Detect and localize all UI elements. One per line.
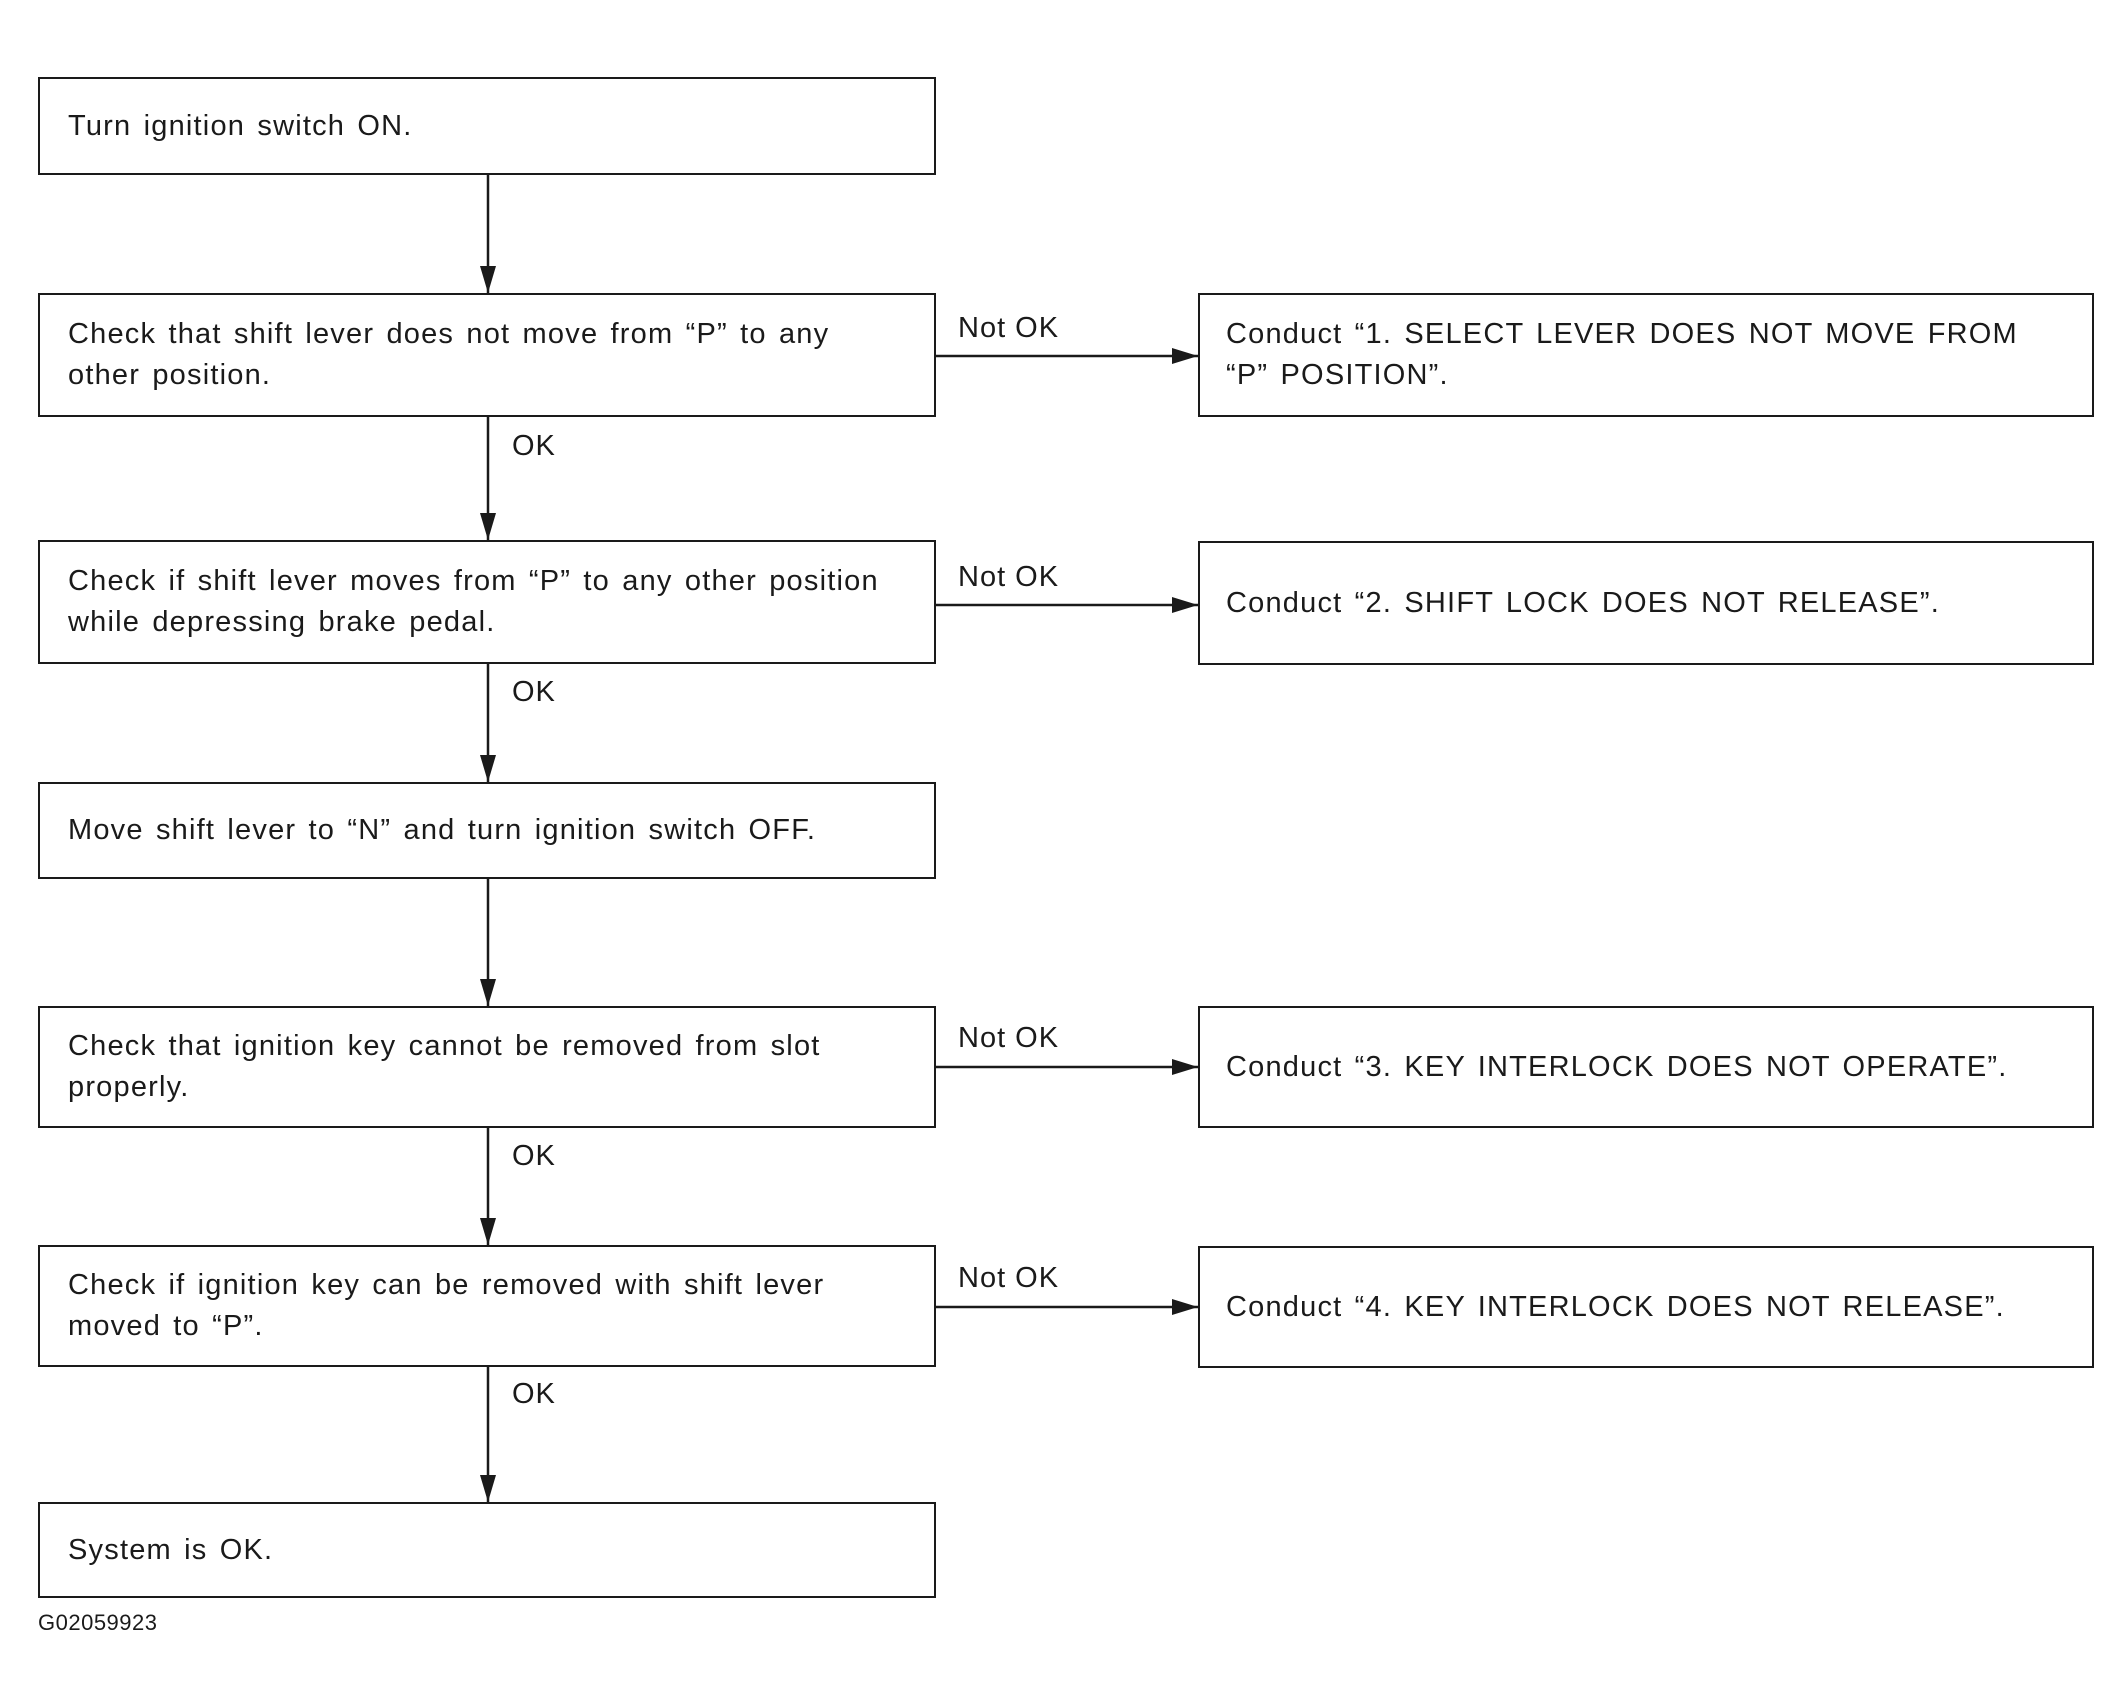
- arrowhead-s6-s7: [480, 1475, 496, 1502]
- not-ok-label-3: Not OK: [958, 1022, 1060, 1054]
- arrowhead-s1-s2: [480, 266, 496, 293]
- not-ok-label-1: Not OK: [958, 312, 1060, 344]
- action-1-text: Conduct “1. SELECT LEVER DOES NOT MOVE F…: [1226, 318, 2018, 391]
- step-2-text: Check that shift lever does not move fro…: [68, 318, 830, 391]
- step-3-box: Check if shift lever moves from “P” to a…: [38, 540, 936, 664]
- action-3-text: Conduct “3. KEY INTERLOCK DOES NOT OPERA…: [1226, 1050, 2008, 1083]
- figure-id: G02059923: [38, 1610, 158, 1635]
- action-3-box: Conduct “3. KEY INTERLOCK DOES NOT OPERA…: [1198, 1006, 2094, 1128]
- step-6-box: Check if ignition key can be removed wit…: [38, 1245, 936, 1367]
- arrowhead-s3-a2: [1172, 597, 1198, 613]
- arrowhead-s3-s4: [480, 755, 496, 782]
- action-4-box: Conduct “4. KEY INTERLOCK DOES NOT RELEA…: [1198, 1246, 2094, 1368]
- ok-label-2: OK: [512, 676, 556, 708]
- arrowhead-s2-s3: [480, 513, 496, 540]
- action-1-box: Conduct “1. SELECT LEVER DOES NOT MOVE F…: [1198, 293, 2094, 417]
- step-7-text: System is OK.: [68, 1533, 274, 1566]
- action-4-text: Conduct “4. KEY INTERLOCK DOES NOT RELEA…: [1226, 1290, 2005, 1323]
- step-4-text: Move shift lever to “N” and turn ignitio…: [68, 814, 817, 846]
- arrowhead-s6-a4: [1172, 1299, 1198, 1315]
- action-2-box: Conduct “2. SHIFT LOCK DOES NOT RELEASE”…: [1198, 541, 2094, 665]
- not-ok-label-2: Not OK: [958, 561, 1060, 593]
- arrowhead-s5-a3: [1172, 1059, 1198, 1075]
- arrowhead-s4-s5: [480, 979, 496, 1006]
- step-2-box: Check that shift lever does not move fro…: [38, 293, 936, 417]
- arrowhead-s5-s6: [480, 1218, 496, 1245]
- ok-label-3: OK: [512, 1140, 556, 1172]
- action-2-text: Conduct “2. SHIFT LOCK DOES NOT RELEASE”…: [1226, 586, 1940, 619]
- step-4-box: Move shift lever to “N” and turn ignitio…: [38, 782, 936, 879]
- step-3-text: Check if shift lever moves from “P” to a…: [68, 565, 879, 638]
- arrowhead-s2-a1: [1172, 348, 1198, 364]
- step-6-text: Check if ignition key can be removed wit…: [68, 1269, 825, 1342]
- step-5-box: Check that ignition key cannot be remove…: [38, 1006, 936, 1128]
- step-7-box: System is OK.: [38, 1502, 936, 1598]
- not-ok-label-4: Not OK: [958, 1262, 1060, 1294]
- ok-label-1: OK: [512, 430, 556, 462]
- step-1-text: Turn ignition switch ON.: [68, 109, 413, 142]
- step-5-text: Check that ignition key cannot be remove…: [68, 1030, 821, 1103]
- ok-label-4: OK: [512, 1378, 556, 1410]
- step-1-box: Turn ignition switch ON.: [38, 77, 936, 175]
